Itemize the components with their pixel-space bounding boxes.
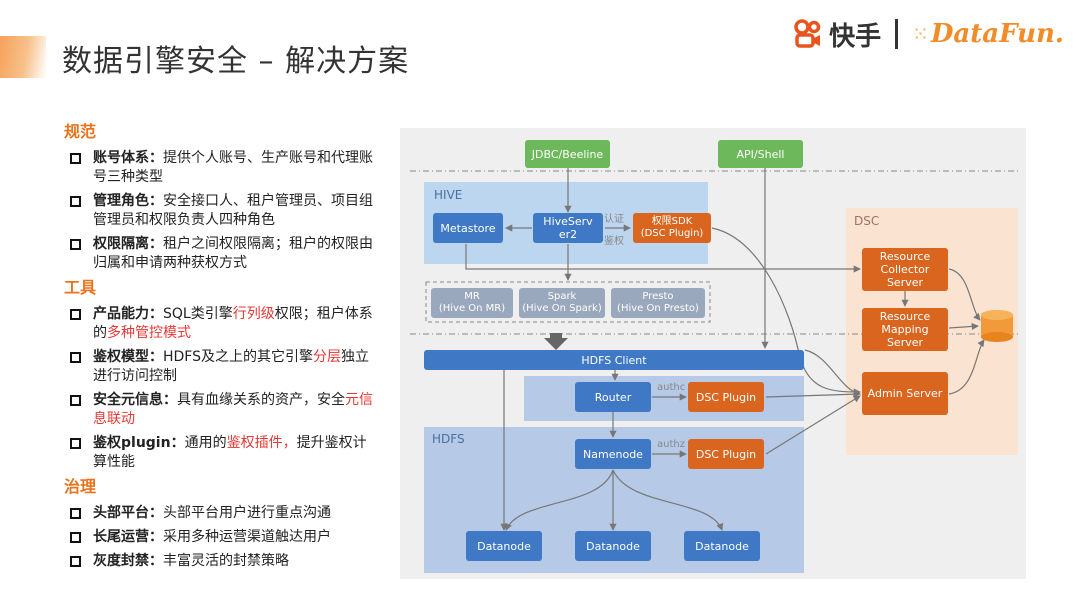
checkbox-bullet-icon bbox=[70, 309, 81, 320]
highlight-text: 鉴权插件， bbox=[226, 435, 297, 451]
checkbox-bullet-icon bbox=[70, 556, 81, 567]
datanode-node-1: Datanode bbox=[466, 531, 542, 561]
bullet-text: HDFS及之上的其它引擎 bbox=[163, 349, 314, 365]
highlight-text: 多种管控模式 bbox=[107, 325, 191, 341]
highlight-text: 元信息联动 bbox=[93, 392, 373, 427]
admin-server-node: Admin Server bbox=[862, 372, 948, 415]
kuaishou-icon bbox=[794, 19, 821, 48]
presto-engine-node: Presto (Hive On Presto) bbox=[611, 288, 705, 318]
bullet-item: 安全元信息：具有血缘关系的资产，安全元信息联动 bbox=[68, 391, 378, 429]
bullet-text: 权限；租户体系的 bbox=[93, 306, 373, 341]
hive-zone-label: HIVE bbox=[434, 188, 463, 202]
bullet-label: 头部平台： bbox=[93, 505, 163, 521]
bullet-text: 丰富灵活的封禁策略 bbox=[163, 553, 289, 569]
resource-mapping-node: Resource Mapping Server bbox=[862, 308, 948, 351]
checkbox-bullet-icon bbox=[70, 438, 81, 449]
bullet-text: 通用的 bbox=[184, 435, 227, 451]
spark-engine-node: Spark (Hive On Spark) bbox=[519, 288, 605, 318]
highlight-text: 行列级 bbox=[232, 306, 275, 322]
bullet-item: 权限隔离：租户之间权限隔离；租户的权限由归属和申请两种获权方式 bbox=[68, 235, 378, 273]
checkbox-bullet-icon bbox=[70, 239, 81, 250]
authz-cn-label: 鉴权 bbox=[604, 236, 624, 247]
api-shell-node: API/Shell bbox=[718, 140, 803, 168]
router-node: Router bbox=[575, 382, 651, 412]
resource-collector-node: Resource Collector Server bbox=[862, 248, 948, 291]
brand-logos: 快手 ⁙ DataFun. bbox=[793, 14, 1064, 54]
bullet-label: 账号体系： bbox=[93, 150, 163, 166]
namenode-dsc-plugin-node: DSC Plugin bbox=[688, 439, 764, 469]
bullet-label: 安全元信息： bbox=[93, 392, 177, 408]
authz-label: authz bbox=[657, 439, 685, 450]
auth-sdk-node: 权限SDK (DSC Plugin) bbox=[633, 213, 711, 243]
bullet-text: 提升鉴权计算性能 bbox=[93, 435, 367, 470]
hdfs-zone-label: HDFS bbox=[432, 432, 465, 446]
datafun-wordmark: DataFun. bbox=[930, 19, 1064, 49]
datanode-node-2: Datanode bbox=[575, 531, 651, 561]
diagram-connectors bbox=[410, 168, 1020, 531]
namenode-node: Namenode bbox=[575, 439, 651, 469]
bullet-label: 灰度封禁： bbox=[93, 553, 163, 569]
highlight-text: 分层 bbox=[313, 349, 342, 365]
bullet-label: 产品能力： bbox=[93, 306, 163, 322]
title-accent-bar bbox=[0, 36, 46, 78]
bullet-text: SQL类引擎 bbox=[163, 306, 233, 322]
bullet-item: 管理角色：安全接口人、租户管理员、项目组管理员和权限负责人四种角色 bbox=[68, 192, 378, 230]
checkbox-bullet-icon bbox=[70, 352, 81, 363]
bullet-label: 管理角色： bbox=[93, 193, 163, 209]
section-heading: 工具 bbox=[64, 278, 97, 297]
left-text-column: 规范账号体系：提供个人账号、生产账号和代理账号三种类型管理角色：安全接口人、租户… bbox=[64, 122, 378, 576]
bullet-label: 权限隔离： bbox=[93, 236, 163, 252]
checkbox-bullet-icon bbox=[70, 508, 81, 519]
datafun-icon: ⁙ bbox=[912, 22, 929, 46]
bullet-item: 长尾运营：采用多种运营渠道触达用户 bbox=[68, 528, 378, 547]
checkbox-bullet-icon bbox=[70, 532, 81, 543]
bullet-label: 长尾运营： bbox=[93, 529, 163, 545]
bullet-text: 具有血缘关系的资产，安全 bbox=[177, 392, 345, 408]
mr-engine-node: MR (Hive On MR) bbox=[431, 288, 513, 318]
checkbox-bullet-icon bbox=[70, 196, 81, 207]
section-heading: 规范 bbox=[64, 122, 97, 141]
bullet-text: 租户之间权限隔离；租户的权限由归属和申请两种获权方式 bbox=[93, 236, 373, 271]
kuaishou-wordmark: 快手 bbox=[829, 21, 882, 52]
bullet-item: 灰度封禁：丰富灵活的封禁策略 bbox=[68, 552, 378, 571]
architecture-diagram: HIVE DSC HDFS bbox=[400, 128, 1026, 579]
checkbox-bullet-icon bbox=[70, 395, 81, 406]
page-title: 数据引擎安全 – 解决方案 bbox=[62, 44, 410, 79]
auth-label: 认证 bbox=[604, 214, 624, 225]
authc-label: authc bbox=[657, 382, 686, 393]
hdfs-client-node: HDFS Client bbox=[424, 350, 804, 370]
jdbc-beeline-node: JDBC/Beeline bbox=[525, 140, 610, 168]
datanode-node-3: Datanode bbox=[684, 531, 760, 561]
router-dsc-plugin-node: DSC Plugin bbox=[688, 382, 764, 412]
bullet-text: 独立进行访问控制 bbox=[93, 349, 370, 384]
bullet-item: 鉴权模型：HDFS及之上的其它引擎分层独立进行访问控制 bbox=[68, 348, 378, 386]
bullet-item: 头部平台：头部平台用户进行重点沟通 bbox=[68, 504, 378, 523]
checkbox-bullet-icon bbox=[70, 153, 81, 164]
kuaishou-logo: 快手 bbox=[793, 16, 881, 53]
bullet-text: 头部平台用户进行重点沟通 bbox=[163, 505, 331, 521]
bullet-label: 鉴权模型： bbox=[93, 349, 163, 365]
bullet-item: 鉴权plugin：通用的鉴权插件，提升鉴权计算性能 bbox=[68, 434, 378, 472]
brand-divider bbox=[895, 19, 899, 49]
bullet-text: 提供个人账号、生产账号和代理账号三种类型 bbox=[93, 150, 373, 185]
dsc-zone-label: DSC bbox=[854, 214, 880, 228]
bullet-label: 鉴权plugin： bbox=[93, 435, 185, 451]
bullet-text: 安全接口人、租户管理员、项目组管理员和权限负责人四种角色 bbox=[93, 193, 373, 228]
section-heading: 治理 bbox=[64, 477, 97, 496]
bullet-text: 采用多种运营渠道触达用户 bbox=[163, 529, 331, 545]
bullet-item: 产品能力：SQL类引擎行列级权限；租户体系的多种管控模式 bbox=[68, 305, 378, 343]
bullet-item: 账号体系：提供个人账号、生产账号和代理账号三种类型 bbox=[68, 149, 378, 187]
hiveserver2-node: HiveServ er2 bbox=[533, 213, 603, 243]
metastore-node: Metastore bbox=[433, 213, 503, 243]
